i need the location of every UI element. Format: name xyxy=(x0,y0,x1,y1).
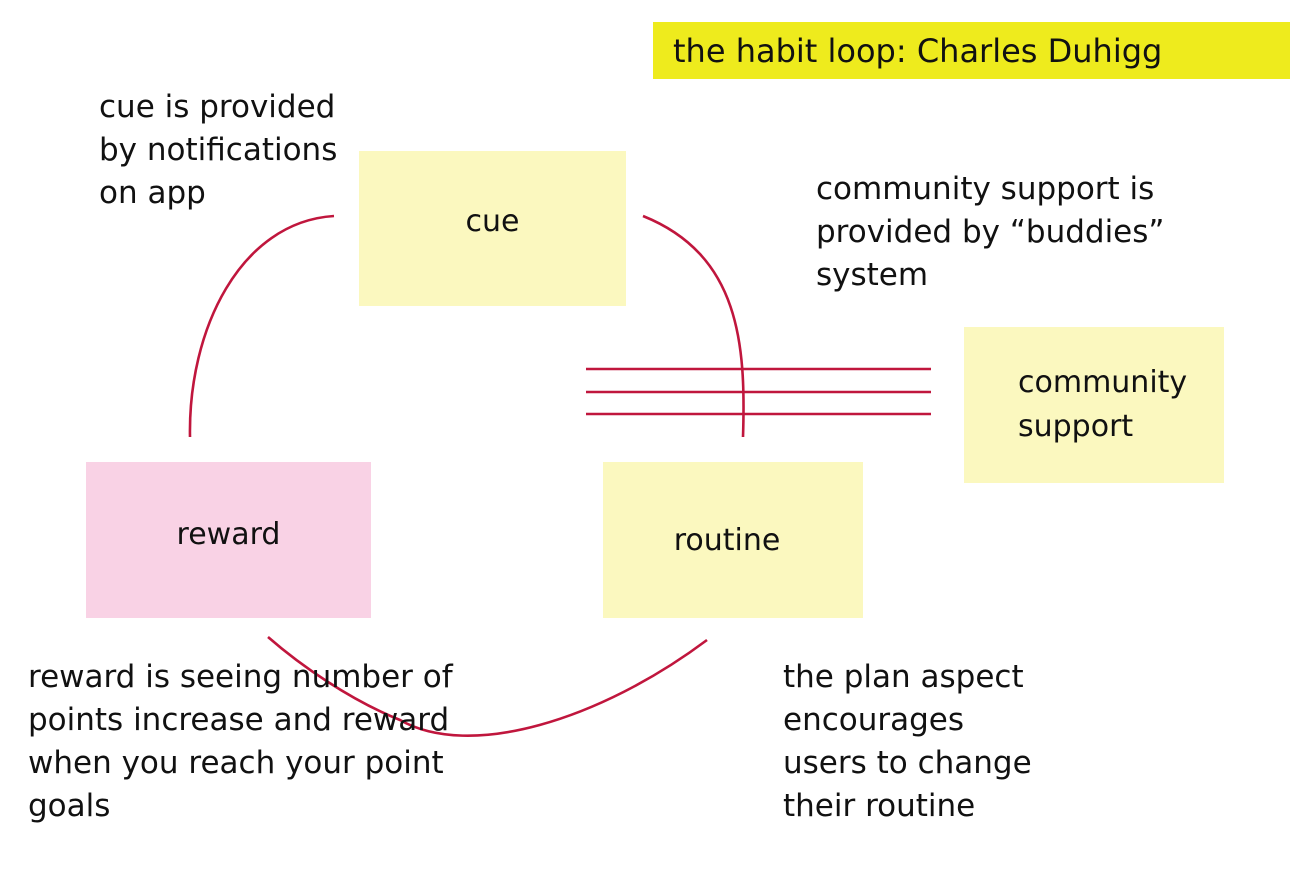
cue-to-reward-arc xyxy=(188,214,335,438)
routine-note: routine xyxy=(603,462,863,618)
cue-to-routine-arc xyxy=(642,214,745,438)
community-annotation-line: system xyxy=(816,257,929,293)
cue-annotation-line: cue is provided xyxy=(99,89,336,125)
reward-note-label: reward xyxy=(176,516,281,552)
reward-annotation-line: goals xyxy=(28,788,111,824)
community-support-note: community support xyxy=(964,327,1224,483)
community-note-label-line: community xyxy=(1018,365,1188,400)
cue-note-label: cue xyxy=(465,204,520,239)
diagram-title: the habit loop: Charles Duhigg xyxy=(673,31,1163,70)
routine-note-label: routine xyxy=(673,522,781,558)
cue-annotation-line: by notifications xyxy=(99,132,338,168)
reward-note: reward xyxy=(86,462,371,618)
community-note-label-line: support xyxy=(1018,409,1134,444)
reward-annotation-line: when you reach your point xyxy=(28,745,444,781)
reward-annotation: reward is seeing number of points increa… xyxy=(28,656,453,828)
cue-annotation: cue is provided by notifications on app xyxy=(99,86,337,215)
title-banner: the habit loop: Charles Duhigg xyxy=(653,22,1290,79)
community-annotation: community support is provided by “buddie… xyxy=(816,168,1164,297)
routine-annotation-line: the plan aspect xyxy=(783,659,1024,695)
community-annotation-line: community support is xyxy=(816,171,1155,207)
cue-note: cue xyxy=(359,151,626,306)
routine-annotation-line: their routine xyxy=(783,788,976,824)
cue-annotation-line: on app xyxy=(99,175,206,211)
reward-annotation-line: points increase and reward xyxy=(28,702,450,738)
routine-annotation-line: encourages xyxy=(783,702,965,738)
reward-annotation-line: reward is seeing number of xyxy=(28,659,453,695)
routine-annotation: the plan aspect encourages users to chan… xyxy=(783,656,1032,828)
community-annotation-line: provided by “buddies” xyxy=(816,214,1165,250)
routine-annotation-line: users to change xyxy=(783,745,1032,781)
